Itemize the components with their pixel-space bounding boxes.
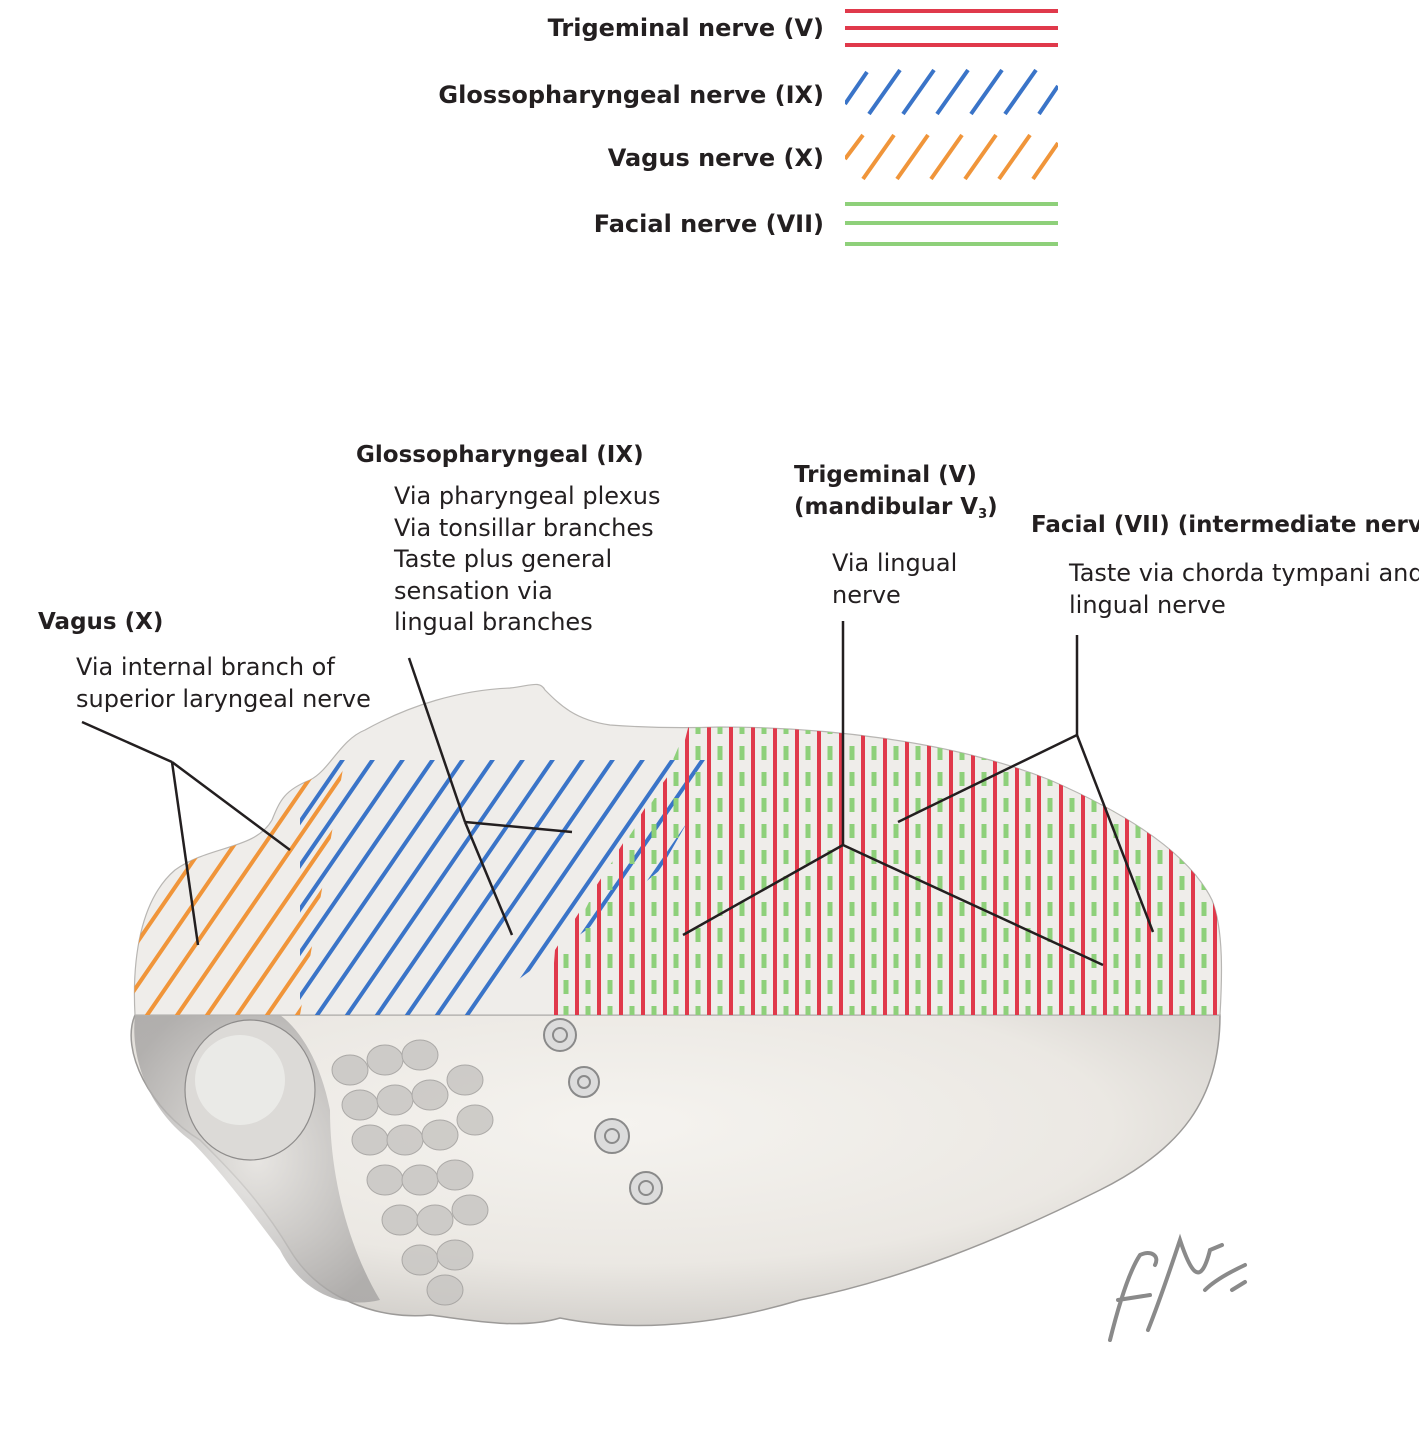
leader-lines [81,621,1155,967]
glossopharyngeal-description: Via pharyngeal plexus Via tonsillar bran… [394,482,661,636]
trigeminal-subtitle: (mandibular V3) [794,494,998,522]
artist-signature [1108,1233,1247,1342]
legend-swatch-trigeminal [845,9,1058,47]
trigeminal-title: Trigeminal (V) [794,462,977,488]
vallate-papillae [543,1018,663,1205]
vagus-title: Vagus (X) [38,609,164,635]
tongue-body [130,1014,1221,1327]
facial-zone-hatching [563,720,1207,1015]
legend-label-glossopharyngeal: Glossopharyngeal nerve (IX) [438,81,824,109]
trigeminal-description: Via lingual nerve [832,549,958,609]
facial-title: Facial (VII) (intermediate nerve) [1031,512,1419,538]
legend-label-vagus: Vagus nerve (X) [607,144,824,172]
facial-description: Taste via chorda tympani and lingual ner… [1069,559,1419,619]
legend-label-trigeminal: Trigeminal nerve (V) [547,14,824,42]
legend-swatch-vagus [845,133,1058,181]
tongue-innervation-map [133,683,1223,1016]
legend-swatch-facial [845,202,1058,246]
glossopharyngeal-title: Glossopharyngeal (IX) [356,442,644,468]
vagus-description: Via internal branch of superior laryngea… [76,653,371,713]
legend-label-facial: Facial nerve (VII) [593,210,824,238]
legend-swatch-glossopharyngeal [845,68,1058,116]
